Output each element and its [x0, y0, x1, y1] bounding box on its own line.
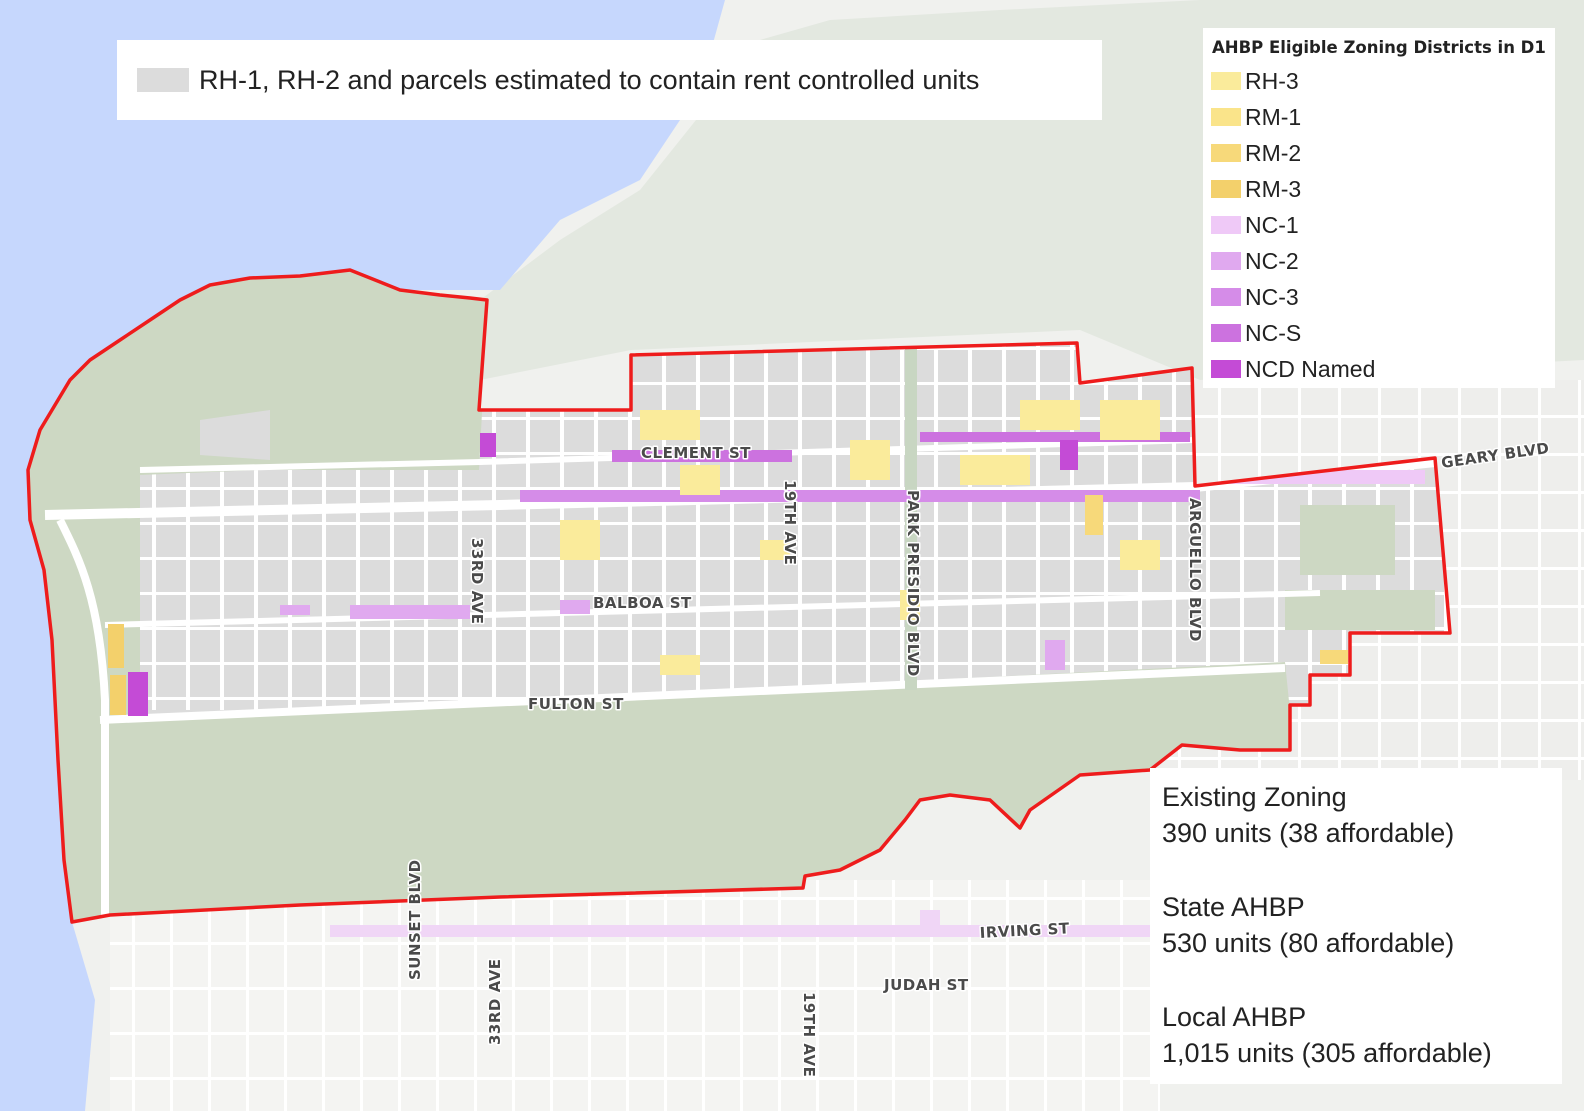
legend-item: NC-S [1211, 315, 1555, 351]
stat-title: State AHBP [1162, 892, 1305, 922]
label-33rd-ave-south: 33RD AVE [486, 958, 504, 1045]
label-park-presidio-blvd: PARK PRESIDIO BLVD [904, 490, 922, 677]
legend-swatch-icon [1211, 72, 1241, 90]
label-clement-st: CLEMENT ST [641, 444, 751, 462]
clement-nc-strip-east [920, 432, 1190, 442]
label-sunset-blvd: SUNSET BLVD [406, 859, 424, 980]
park-east-2 [1285, 590, 1435, 630]
bay-water [0, 0, 725, 1111]
label-fulton-st: FULTON ST [528, 695, 624, 713]
golden-gate-park [100, 662, 1295, 922]
label-19th-ave-north: 19TH AVE [781, 480, 799, 565]
legend-swatch-icon [1211, 216, 1241, 234]
stat-title: Existing Zoning [1162, 782, 1347, 812]
legend-item: NC-3 [1211, 279, 1555, 315]
legend-swatch-icon [1211, 180, 1241, 198]
legend-item: NC-1 [1211, 207, 1555, 243]
legend-item: RM-3 [1211, 171, 1555, 207]
label-balboa-st: BALBOA ST [593, 594, 692, 612]
stat-group: Local AHBP 1,015 units (305 affordable) [1162, 999, 1562, 1071]
legend-item: RH-3 [1211, 63, 1555, 99]
legend-item: NCD Named [1211, 351, 1555, 387]
district-boundary [26, 268, 1452, 924]
south-zoning [330, 910, 1150, 937]
rm-block-2 [110, 675, 126, 715]
unit-stats-panel: Existing Zoning 390 units (38 affordable)… [1150, 768, 1562, 1084]
legend-item: NC-2 [1211, 243, 1555, 279]
stat-value: 390 units (38 affordable) [1162, 818, 1455, 848]
legend-label: NC-1 [1245, 211, 1299, 238]
legend-label: NC-2 [1245, 247, 1299, 274]
legend-label: NCD Named [1245, 355, 1376, 382]
legend-title: AHBP Eligible Zoning Districts in D1 [1212, 38, 1546, 57]
label-judah-st: JUDAH ST [883, 976, 969, 994]
lands-end-park [28, 270, 490, 922]
rm-block-1 [108, 624, 124, 668]
stat-group: State AHBP 530 units (80 affordable) [1162, 889, 1562, 961]
legend-label: NC-3 [1245, 283, 1299, 310]
park-east-1 [1300, 505, 1395, 575]
rm-block-4 [1320, 650, 1348, 664]
stat-group: Existing Zoning 390 units (38 affordable) [1162, 779, 1562, 851]
label-arguello-blvd: ARGUELLO BLVD [1186, 498, 1204, 642]
sunset-grid [110, 880, 1160, 1111]
legend-item: RM-2 [1211, 135, 1555, 171]
stat-title: Local AHBP [1162, 1002, 1307, 1032]
rm-block-3 [1085, 495, 1103, 535]
legend-item: RM-1 [1211, 99, 1555, 135]
gray-swatch-icon [137, 68, 189, 92]
label-19th-ave-south: 19TH AVE [800, 992, 818, 1077]
zoning-legend: AHBP Eligible Zoning Districts in D1 RH-… [1203, 28, 1555, 388]
nc-scatter [280, 600, 1065, 670]
label-33rd-ave-north: 33RD AVE [468, 538, 486, 625]
ncd-block-3 [128, 672, 148, 716]
legend-label: RM-3 [1245, 175, 1302, 202]
legend-label: NC-S [1245, 319, 1302, 346]
legend-label: RM-2 [1245, 139, 1302, 166]
note-text: RH-1, RH-2 and parcels estimated to cont… [199, 64, 980, 95]
rh3-scatter [560, 400, 1160, 675]
legend-swatch-icon [1211, 288, 1241, 306]
legend-swatch-icon [1211, 144, 1241, 162]
ncd-block-1 [480, 433, 496, 457]
stat-value: 530 units (80 affordable) [1162, 928, 1455, 958]
golf-course-feature [200, 410, 270, 460]
legend-label: RH-3 [1245, 67, 1299, 94]
legend-swatch-icon [1211, 108, 1241, 126]
ncd-block-2 [1060, 440, 1078, 470]
legend-swatch-icon [1211, 324, 1241, 342]
legend-swatch-icon [1211, 252, 1241, 270]
balboa-nc-strip [350, 605, 470, 619]
clement-nc-strip [612, 450, 792, 462]
rent-control-note: RH-1, RH-2 and parcels estimated to cont… [117, 40, 1102, 120]
legend-swatch-icon [1211, 360, 1241, 378]
stat-value: 1,015 units (305 affordable) [1162, 1038, 1492, 1068]
legend-label: RM-1 [1245, 103, 1302, 130]
